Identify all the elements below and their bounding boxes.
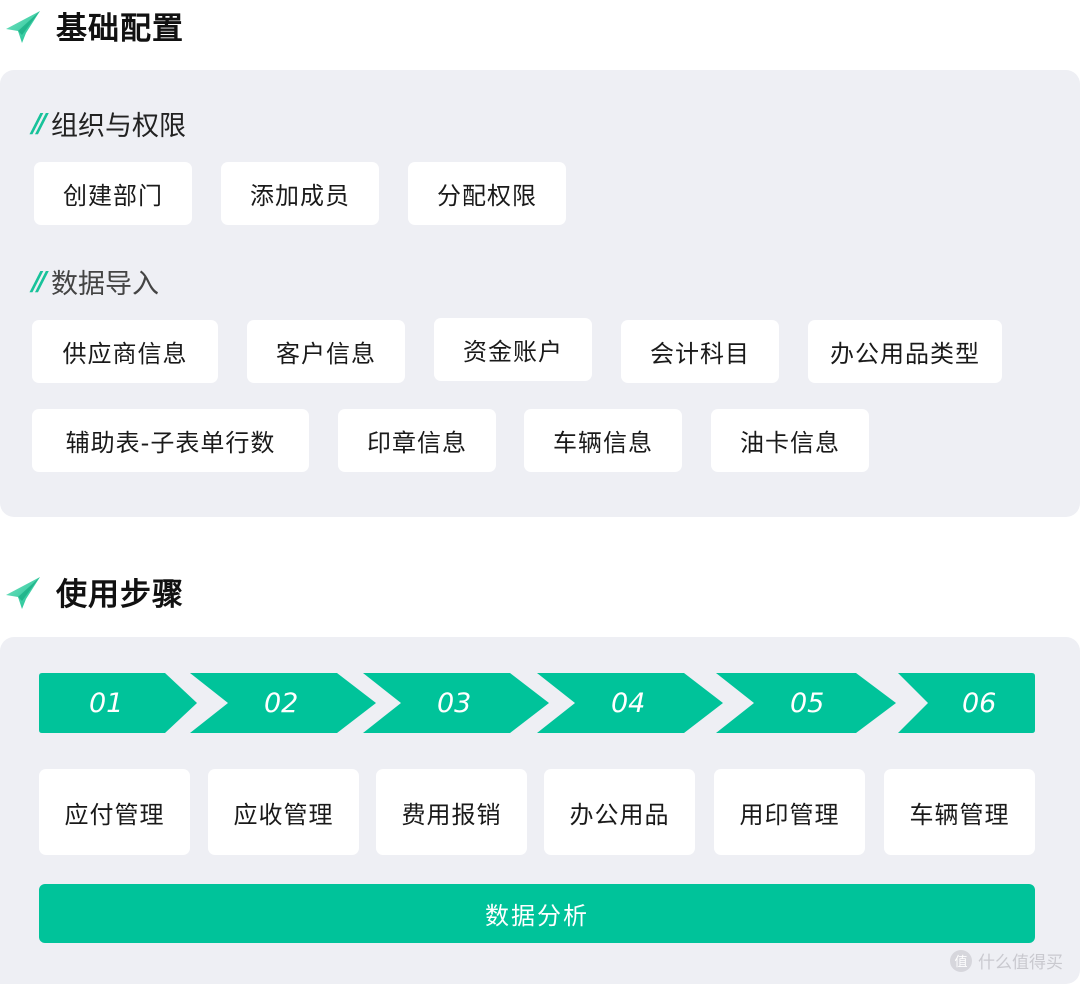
chip-office-supply-type[interactable]: 办公用品类型 [808,320,1002,383]
step-02: 02 [190,673,376,733]
chip-accounting-subject[interactable]: 会计科目 [621,320,779,383]
module-accounts-payable[interactable]: 应付管理 [39,769,190,855]
section-title-basic-config: 基础配置 [0,0,184,50]
watermark-badge-icon: 值 [950,949,972,972]
step-04: 04 [537,673,723,733]
chip-assign-permission[interactable]: 分配权限 [408,162,566,225]
chip-add-member[interactable]: 添加成员 [221,162,379,225]
module-seal-management[interactable]: 用印管理 [714,769,865,855]
step-05: 05 [716,673,902,733]
chip-supplier-info[interactable]: 供应商信息 [32,320,218,383]
step-06: 06 [896,673,1036,733]
module-expense-reimbursement[interactable]: 费用报销 [376,769,527,855]
chip-seal-info[interactable]: 印章信息 [338,409,496,472]
paper-plane-icon [6,577,40,609]
chip-create-department[interactable]: 创建部门 [34,162,192,225]
watermark: 值 什么值得买 [950,948,1063,973]
data-analysis-button[interactable]: 数据分析 [39,884,1035,943]
double-slash-icon: // [32,266,47,297]
section-title-text: 使用步骤 [56,576,184,613]
chip-fund-account[interactable]: 资金账户 [434,318,592,381]
double-slash-icon: // [32,108,47,139]
module-office-supplies[interactable]: 办公用品 [544,769,695,855]
watermark-text: 什么值得买 [978,953,1063,973]
chip-customer-info[interactable]: 客户信息 [247,320,405,383]
org-permissions-heading: // 组织与权限 [32,108,186,143]
step-03: 03 [363,673,549,733]
step-01: 01 [39,673,199,733]
section-title-usage-steps: 使用步骤 [0,566,184,616]
chip-vehicle-info[interactable]: 车辆信息 [524,409,682,472]
section-title-text: 基础配置 [56,10,184,47]
module-accounts-receivable[interactable]: 应收管理 [208,769,359,855]
paper-plane-icon [6,11,40,43]
chip-fuel-card-info[interactable]: 油卡信息 [711,409,869,472]
data-import-heading: // 数据导入 [32,266,159,301]
chip-aux-table-rows[interactable]: 辅助表-子表单行数 [32,409,309,472]
module-vehicle-management[interactable]: 车辆管理 [884,769,1035,855]
